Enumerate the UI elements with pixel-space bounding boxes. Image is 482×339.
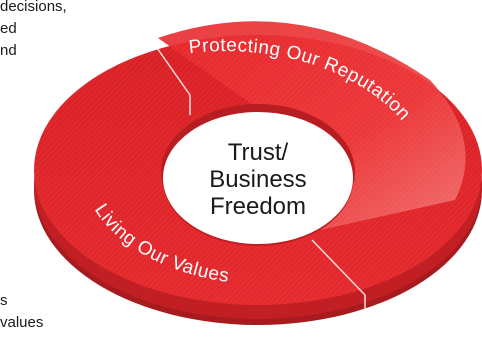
left-text-line-5: values [0, 314, 44, 331]
left-text-line-2: ed [0, 20, 17, 37]
left-text-line-1: decisions, [0, 0, 67, 15]
ring-inner-wall [161, 104, 355, 244]
center-label-line-2: Business [209, 166, 306, 193]
left-text-line-3: nd [0, 42, 17, 59]
center-label-line-1: Trust/ [228, 139, 289, 166]
segment-dividers [149, 37, 366, 315]
left-text-line-4: s [0, 292, 8, 309]
center-label-line-3: Freedom [210, 193, 306, 220]
